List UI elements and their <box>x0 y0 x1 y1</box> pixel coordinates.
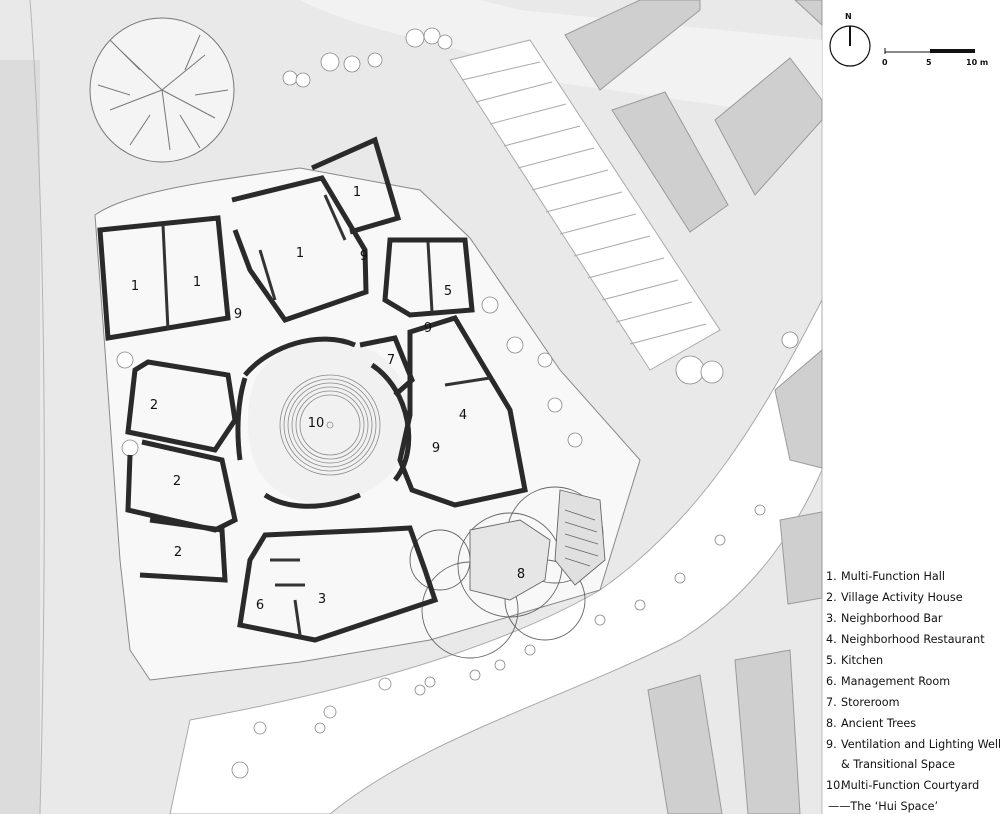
legend-item-text: Village Activity House <box>841 591 963 604</box>
legend-item-number: 9. <box>826 738 837 751</box>
legend-item-text: Neighborhood Restaurant <box>841 633 985 646</box>
room-label-8: 8 <box>517 567 525 582</box>
room-label-4: 4 <box>459 408 467 423</box>
room-label-2b: 2 <box>173 474 181 489</box>
legend-item: 5. Kitchen <box>826 654 883 667</box>
legend-item-number: 7. <box>826 696 837 709</box>
left-road <box>0 60 40 814</box>
legend-item-text: Storeroom <box>841 696 900 709</box>
room-label-6: 6 <box>256 598 264 613</box>
scale-end: 10 m <box>966 58 988 67</box>
room-label-3: 3 <box>318 592 326 607</box>
room-label-1a: 1 <box>131 279 139 294</box>
legend-item-number: 10. <box>826 779 844 792</box>
room-label-9c: 9 <box>424 321 432 336</box>
room-label-2c: 2 <box>174 545 182 560</box>
legend-item-text: ——The ‘Hui Space’ <box>828 800 938 813</box>
courtyard-walls <box>235 336 412 509</box>
legend-item-text: Management Room <box>841 675 950 688</box>
legend-item-number: 4. <box>826 633 837 646</box>
legend: 1. Multi-Function Hall 2. Village Activity … <box>826 570 1000 813</box>
scale-mid: 5 <box>926 58 932 67</box>
scale-bar: 0 5 10 m <box>882 48 988 67</box>
legend-item: 7. Storeroom <box>826 696 900 709</box>
main-road <box>169 299 823 814</box>
room-label-5: 5 <box>444 284 452 299</box>
legend-item: 9. Ventilation and Lighting Well <box>826 738 1000 751</box>
north-arrow: N <box>829 12 871 67</box>
legend-item-number: 8. <box>826 717 837 730</box>
legend-item: 3. Neighborhood Bar <box>826 612 943 625</box>
large-tree <box>89 17 235 163</box>
legend-item-text: Multi-Function Courtyard <box>841 779 979 792</box>
legend-item-number: 2. <box>826 591 837 604</box>
small-trees <box>116 27 799 779</box>
ancient-trees <box>409 486 606 659</box>
legend-item: 4. Neighborhood Restaurant <box>826 633 985 646</box>
room-label-9a: 9 <box>234 307 242 322</box>
courtyard-steps <box>279 374 381 476</box>
legend-item-text: Ventilation and Lighting Well <box>841 738 1000 751</box>
legend-item-text: Multi-Function Hall <box>841 570 945 583</box>
legend-item-number: 6. <box>826 675 837 688</box>
partition-walls <box>161 194 491 636</box>
neighbor-buildings <box>564 0 823 814</box>
parking-stalls <box>449 39 721 371</box>
legend-item: & Transitional Space <box>841 758 955 771</box>
building-walls <box>97 136 528 643</box>
legend-item: 2. Village Activity House <box>826 591 963 604</box>
scale-zero: 0 <box>882 58 888 67</box>
room-label-7: 7 <box>387 353 395 368</box>
legend-item: 10.Multi-Function Courtyard <box>826 779 979 792</box>
legend-item: 1. Multi-Function Hall <box>826 570 945 583</box>
room-label-1b: 1 <box>193 275 201 290</box>
room-label-2a: 2 <box>150 398 158 413</box>
legend-item-text: Neighborhood Bar <box>841 612 943 625</box>
legend-panel <box>822 0 1000 814</box>
north-label: N <box>845 12 852 21</box>
legend-item: 8. Ancient Trees <box>826 717 916 730</box>
room-label-10: 10 <box>308 416 325 431</box>
legend-item-text: Kitchen <box>841 654 883 667</box>
room-label-9b: 9 <box>360 249 368 264</box>
legend-item: ——The ‘Hui Space’ <box>828 800 938 813</box>
legend-item-number: 5. <box>826 654 837 667</box>
room-label-1d: 1 <box>353 185 361 200</box>
room-label-9d: 9 <box>432 441 440 456</box>
legend-item-text: Ancient Trees <box>841 717 916 730</box>
room-label-1c: 1 <box>296 246 304 261</box>
legend-item-number: 3. <box>826 612 837 625</box>
legend-item: 6. Management Room <box>826 675 950 688</box>
left-road-edge <box>29 0 45 814</box>
room-labels: 1 1 1 1 2 2 2 3 4 5 6 7 8 9 9 9 9 10 <box>131 185 525 613</box>
courtyard-floor <box>247 339 411 503</box>
legend-item-number: 1. <box>826 570 837 583</box>
legend-item-text: & Transitional Space <box>841 758 955 771</box>
